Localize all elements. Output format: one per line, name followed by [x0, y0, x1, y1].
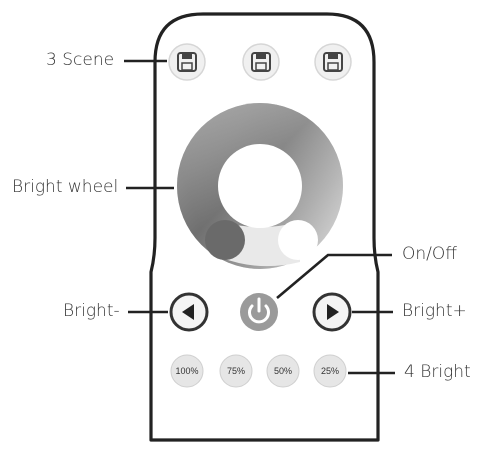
save-icon: [177, 52, 197, 72]
bright-wheel[interactable]: [177, 103, 343, 269]
brightness-75-button[interactable]: 75%: [219, 354, 253, 388]
label-on-off: On/Off: [402, 244, 457, 264]
brightness-50-label: 50%: [274, 366, 292, 376]
save-icon: [251, 52, 271, 72]
power-icon: [248, 297, 270, 324]
brightness-100-label: 100%: [175, 366, 198, 376]
label-bright-wheel: Bright wheel: [12, 177, 119, 197]
brightness-75-label: 75%: [227, 366, 245, 376]
brightness-50-button[interactable]: 50%: [266, 354, 300, 388]
power-button[interactable]: [240, 293, 278, 331]
label-bright-minus: Bright-: [63, 301, 120, 321]
label-4-bright: 4 Bright: [404, 362, 471, 382]
brightness-25-button[interactable]: 25%: [313, 354, 347, 388]
label-3-scene: 3 Scene: [46, 50, 115, 70]
save-icon: [323, 52, 343, 72]
label-bright-plus: Bright+: [402, 301, 467, 321]
brightness-100-button[interactable]: 100%: [170, 354, 204, 388]
scene-button-1[interactable]: [168, 43, 206, 81]
arrow-left-icon: [182, 304, 194, 320]
bright-plus-button[interactable]: [312, 292, 352, 332]
scene-button-2[interactable]: [242, 43, 280, 81]
leader-onoff: [276, 253, 392, 299]
bright-minus-button[interactable]: [169, 292, 209, 332]
arrow-right-icon: [327, 304, 339, 320]
brightness-25-label: 25%: [321, 366, 339, 376]
scene-button-3[interactable]: [314, 43, 352, 81]
